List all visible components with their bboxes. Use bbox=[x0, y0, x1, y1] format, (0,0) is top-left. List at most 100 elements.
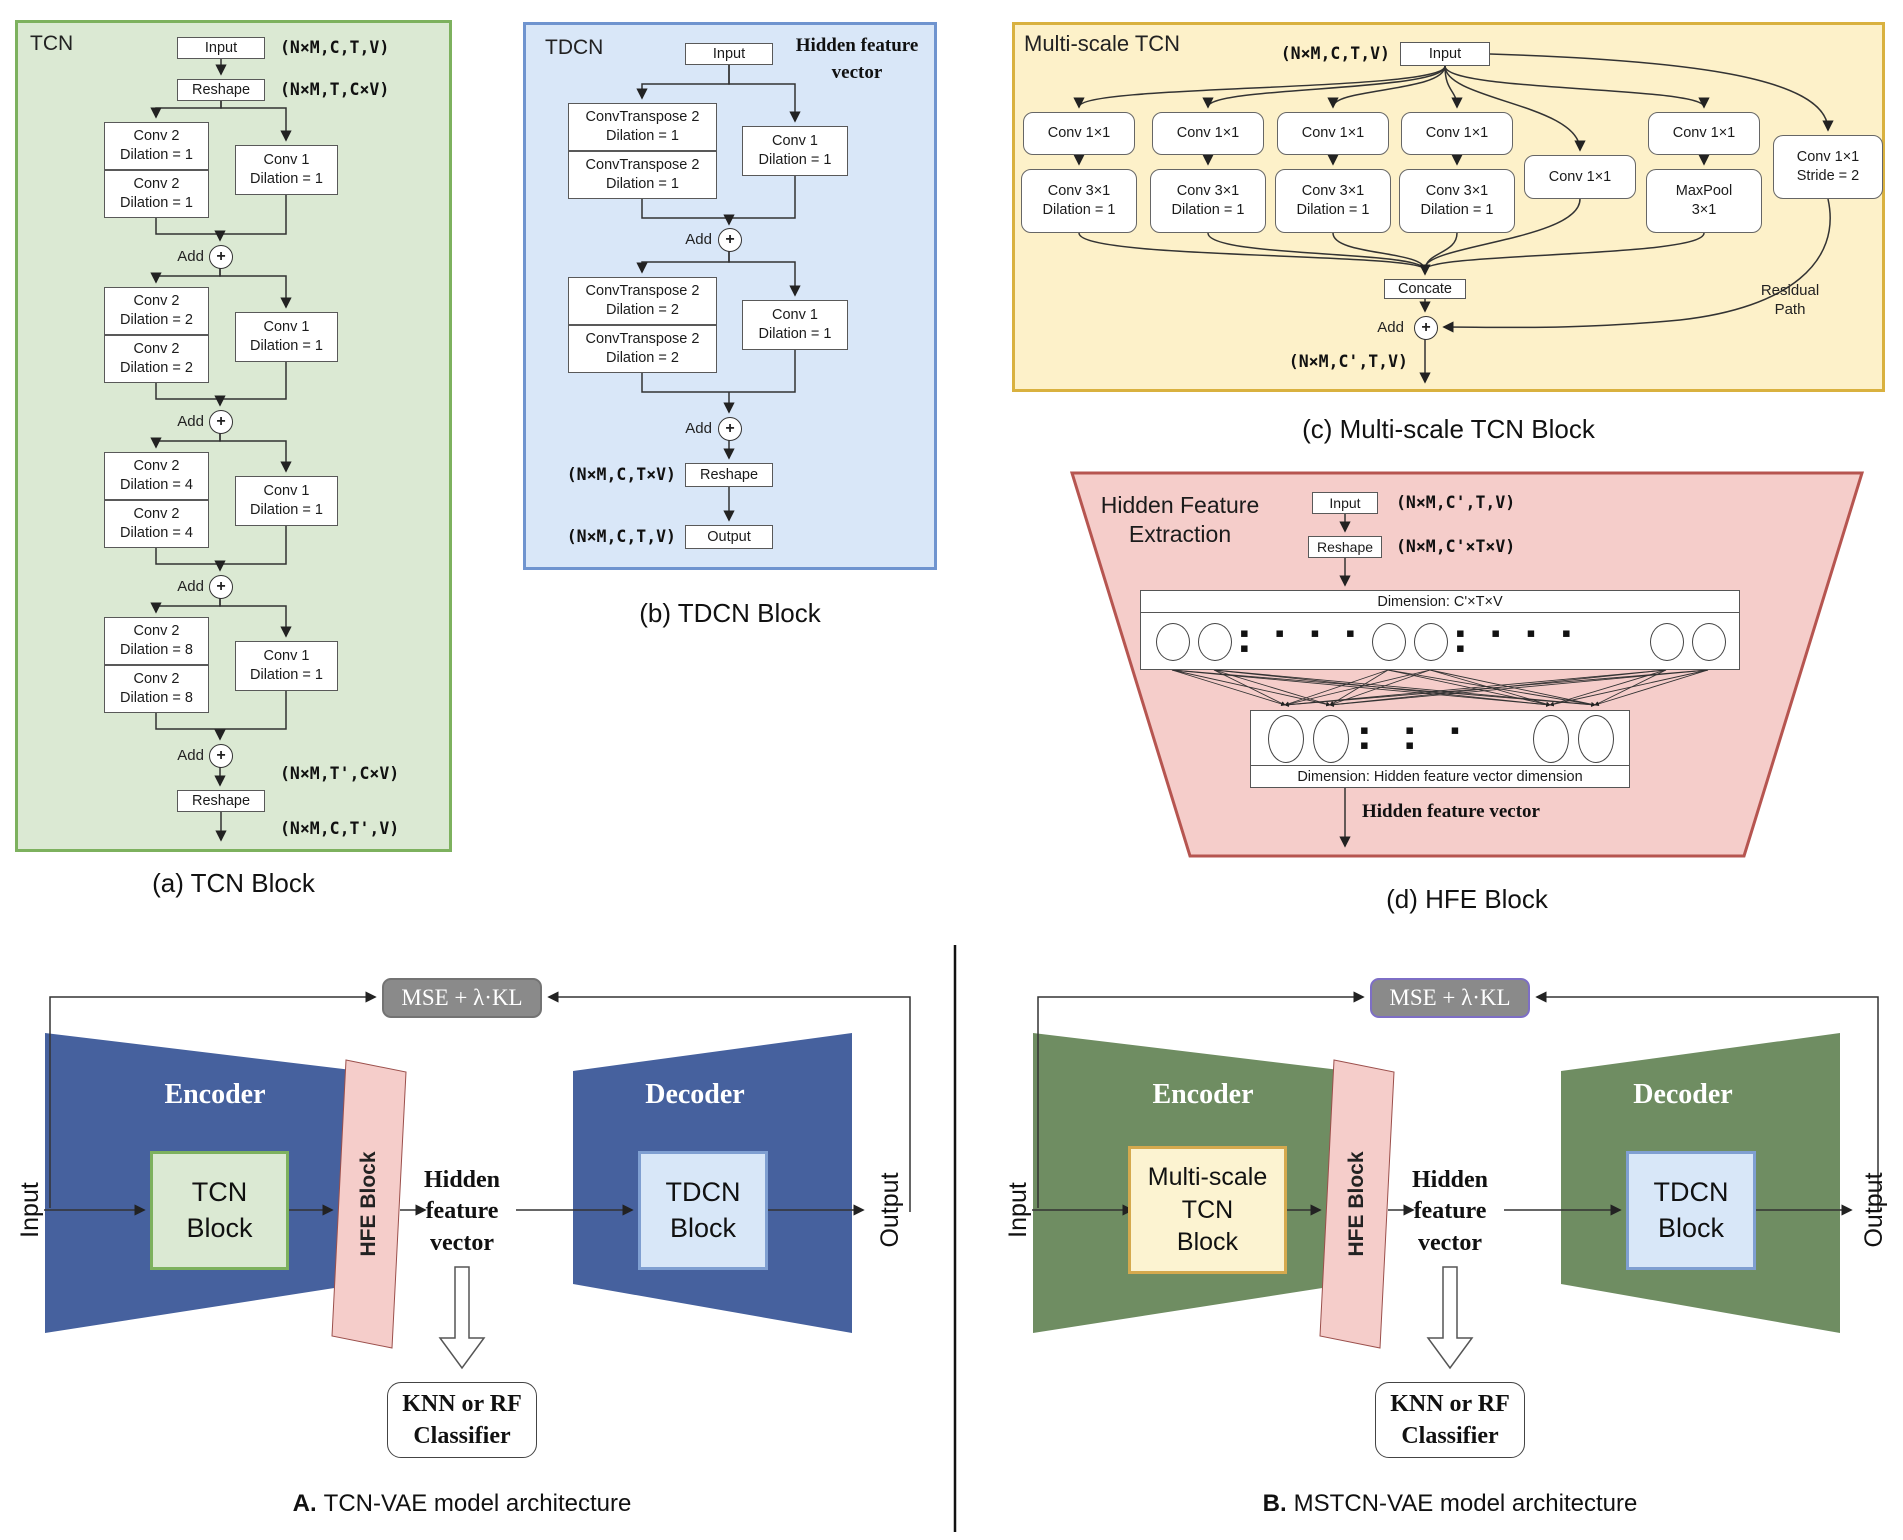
tdcn-u1-convt-top: ConvTranspose 2 Dilation = 1 bbox=[568, 103, 717, 151]
tcn-u1-skip-conv: Conv 1 Dilation = 1 bbox=[235, 145, 338, 195]
hfe-bottom-neuron bbox=[1578, 715, 1614, 763]
tdcn-output-node: Output bbox=[685, 525, 773, 549]
arch-b-decoder-label: Decoder bbox=[1633, 1079, 1733, 1110]
tcn-u1-conv-bottom: Conv 2 Dilation = 1 bbox=[104, 170, 209, 218]
tcn-u2-skip-conv: Conv 1 Dilation = 1 bbox=[235, 312, 338, 362]
tcn-u3-conv-bottom: Conv 2 Dilation = 4 bbox=[104, 500, 209, 548]
hfe-bottom-dots: ▪ ▪ ▪ ▪ ▪ bbox=[1360, 723, 1476, 753]
tcn-add2-label: Add bbox=[177, 413, 204, 430]
tcn-input-node: Input bbox=[177, 37, 265, 59]
mstcn-pool-conv1: Conv 1×1 bbox=[1648, 112, 1760, 155]
tdcn-u1-convt-bottom: ConvTranspose 2 Dilation = 1 bbox=[568, 151, 717, 199]
arch-a-classifier-box: KNN or RF Classifier bbox=[387, 1382, 537, 1458]
tdcn-shape-mid: (N×M,C,T×V) bbox=[566, 465, 676, 485]
arch-b-classifier-box: KNN or RF Classifier bbox=[1375, 1382, 1525, 1458]
tdcn-shape-out: (N×M,C,T,V) bbox=[566, 527, 676, 547]
mstcn-single-conv1: Conv 1×1 bbox=[1524, 155, 1636, 199]
tcn-shape-in: (N×M,C,T,V) bbox=[280, 38, 390, 58]
tcn-add2-circle: + bbox=[209, 410, 233, 434]
arch-a-hidden-label: Hidden feature vector bbox=[423, 1167, 501, 1256]
hfe-shape-mid: (N×M,C'×T×V) bbox=[1396, 537, 1516, 557]
tdcn-caption: (b) TDCN Block bbox=[639, 598, 821, 628]
hfe-caption: (d) HFE Block bbox=[1386, 884, 1548, 914]
mstcn-residual-label: Residual Path bbox=[1760, 282, 1820, 318]
tcn-u4-conv-top: Conv 2 Dilation = 8 bbox=[104, 617, 209, 665]
mstcn-b3-conv1: Conv 1×1 bbox=[1277, 112, 1389, 155]
arch-b-caption-prefix: B. bbox=[1262, 1490, 1287, 1517]
mstcn-add-circle: + bbox=[1414, 316, 1438, 340]
tdcn-u2-convt-bottom: ConvTranspose 2 Dilation = 2 bbox=[568, 325, 717, 373]
arch-b-output-label: Output bbox=[1859, 1172, 1888, 1248]
tcn-shape-pre-out: (N×M,T',C×V) bbox=[280, 764, 400, 784]
arch-a-caption: A. TCN-VAE model architecture bbox=[212, 1490, 712, 1518]
tcn-u1-conv-top: Conv 2 Dilation = 1 bbox=[104, 122, 209, 170]
hfe-bottom-neuron bbox=[1313, 715, 1349, 763]
mstcn-b2-conv1: Conv 1×1 bbox=[1152, 112, 1264, 155]
tcn-shape-mid: (N×M,T,C×V) bbox=[280, 80, 390, 100]
arch-a-tdcn-block: TDCN Block bbox=[638, 1151, 768, 1270]
tdcn-add1-circle: + bbox=[718, 228, 742, 252]
arch-a-encoder-label: Encoder bbox=[164, 1079, 266, 1110]
arch-b-hidden-label: Hidden feature vector bbox=[1411, 1167, 1489, 1256]
hfe-top-neuron bbox=[1372, 623, 1406, 661]
hfe-output-label: Hidden feature vector bbox=[1362, 801, 1540, 822]
arch-b-loss-box: MSE + λ·KL bbox=[1370, 978, 1530, 1018]
arch-b-tdcn-block: TDCN Block bbox=[1626, 1151, 1756, 1270]
tcn-u2-conv-bottom: Conv 2 Dilation = 2 bbox=[104, 335, 209, 383]
tcn-add4-label: Add bbox=[177, 747, 204, 764]
arch-a-tcn-block: TCN Block bbox=[150, 1151, 289, 1270]
arch-b-down-arrow bbox=[1426, 1266, 1474, 1370]
tcn-shape-out: (N×M,C,T',V) bbox=[280, 819, 400, 839]
tdcn-add2-label: Add bbox=[685, 420, 712, 437]
tdcn-u1-skip-conv: Conv 1 Dilation = 1 bbox=[742, 126, 848, 176]
mstcn-b1-conv1: Conv 1×1 bbox=[1023, 112, 1135, 155]
tcn-u3-skip-conv: Conv 1 Dilation = 1 bbox=[235, 476, 338, 526]
hfe-bottom-layer: Dimension: Hidden feature vector dimensi… bbox=[1250, 710, 1630, 788]
mstcn-b4-conv3: Conv 3×1 Dilation = 1 bbox=[1399, 169, 1515, 233]
arch-b-hfe-label: HFE Block bbox=[1345, 1151, 1368, 1257]
mstcn-b2-conv3: Conv 3×1 Dilation = 1 bbox=[1150, 169, 1266, 233]
arch-a-input-label: Input bbox=[15, 1182, 44, 1238]
tcn-u4-conv-bottom: Conv 2 Dilation = 8 bbox=[104, 665, 209, 713]
tdcn-input-node: Input bbox=[685, 43, 773, 65]
arch-a-caption-prefix: A. bbox=[292, 1490, 317, 1517]
mstcn-b3-conv3: Conv 3×1 Dilation = 1 bbox=[1275, 169, 1391, 233]
hfe-input-node: Input bbox=[1312, 492, 1378, 514]
mstcn-b4-conv1: Conv 1×1 bbox=[1401, 112, 1513, 155]
arch-b-input-label: Input bbox=[1003, 1182, 1032, 1238]
mstcn-b1-conv3: Conv 3×1 Dilation = 1 bbox=[1021, 169, 1137, 233]
mstcn-add-label: Add bbox=[1377, 319, 1404, 336]
tcn-caption: (a) TCN Block bbox=[152, 868, 315, 898]
mstcn-input-node: Input bbox=[1400, 42, 1490, 66]
tdcn-panel-title: TDCN bbox=[545, 36, 604, 59]
arch-a-caption-text: TCN-VAE model architecture bbox=[323, 1490, 632, 1517]
arch-a-loss-box: MSE + λ·KL bbox=[382, 978, 542, 1018]
arch-b-caption: B. MSTCN-VAE model architecture bbox=[1200, 1490, 1700, 1518]
hfe-top-dots: ▪ ▪ ▪ ▪ ▪ bbox=[1240, 626, 1366, 656]
arch-b-mstcn-block: Multi-scale TCN Block bbox=[1128, 1146, 1287, 1274]
hfe-bottom-neuron bbox=[1533, 715, 1569, 763]
mstcn-panel-title: Multi-scale TCN bbox=[1024, 31, 1181, 56]
tcn-u3-conv-top: Conv 2 Dilation = 4 bbox=[104, 452, 209, 500]
arch-a-hfe-shape bbox=[331, 1059, 407, 1349]
hfe-reshape-node: Reshape bbox=[1308, 536, 1382, 558]
tcn-add4-circle: + bbox=[209, 744, 233, 768]
mstcn-maxpool: MaxPool 3×1 bbox=[1646, 169, 1762, 233]
hfe-top-neuron bbox=[1198, 623, 1232, 661]
hfe-top-neuron bbox=[1692, 623, 1726, 661]
arch-a-decoder-label: Decoder bbox=[645, 1079, 745, 1110]
arch-a-hfe-label: HFE Block bbox=[357, 1151, 380, 1257]
hfe-fc-lines bbox=[1171, 669, 1709, 707]
mstcn-shape-out: (N×M,C',T,V) bbox=[1288, 352, 1408, 372]
hfe-bottom-neuron bbox=[1268, 715, 1304, 763]
hfe-bottom-layer-label: Dimension: Hidden feature vector dimensi… bbox=[1251, 765, 1629, 787]
hfe-top-dots: ▪ ▪ ▪ ▪ ▪ bbox=[1456, 626, 1582, 656]
mstcn-caption: (c) Multi-scale TCN Block bbox=[1302, 414, 1595, 444]
hfe-panel-title: Hidden Feature Extraction bbox=[1100, 492, 1260, 547]
mstcn-concate-node: Concate bbox=[1384, 279, 1466, 299]
arch-b-encoder-label: Encoder bbox=[1152, 1079, 1254, 1110]
hfe-top-neuron bbox=[1650, 623, 1684, 661]
tcn-panel-title: TCN bbox=[30, 32, 74, 55]
